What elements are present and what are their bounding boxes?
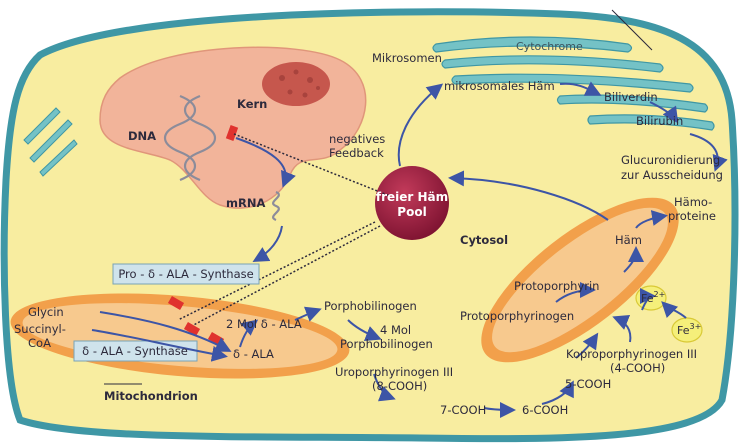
uroporphyrinogen-label: Uroporphyrinogen III — [335, 365, 453, 379]
biliverdin-label: Biliverdin — [604, 90, 658, 104]
mitochondrion-label: Mitochondrion — [104, 389, 198, 403]
ala-label: δ - ALA — [233, 347, 274, 361]
heme-pool-label-1: freier Häm — [376, 190, 448, 204]
glycine-label: Glycin — [28, 305, 64, 319]
nucleus-label: Kern — [237, 97, 267, 111]
feedback-label-2: Feedback — [329, 146, 384, 160]
four-mol-porphobilinogen-label: Porphobilinogen — [340, 337, 433, 351]
dna-helix-icon — [163, 94, 217, 182]
inhibition-marker-2 — [183, 322, 201, 336]
haem-label: Häm — [615, 233, 642, 247]
haemoproteins-label-2: proteine — [668, 209, 716, 223]
microsomes-label: Mikrosomen — [372, 51, 442, 65]
glucuronidation-label-2: zur Ausscheidung — [621, 168, 723, 182]
microsomal-haem-label: mikrosomales Häm — [444, 79, 555, 93]
pro-ala-synthase-label: Pro - δ - ALA - Synthase — [118, 267, 253, 281]
koproporphyrinogen-label: Koproporphyrinogen III — [566, 347, 697, 361]
five-cooh-label: 5-COOH — [565, 377, 611, 391]
dna-label: DNA — [128, 129, 156, 143]
haemoproteins-label-1: Hämo- — [674, 195, 712, 209]
mrna-icon — [272, 190, 280, 222]
protoporphyrin-label: Protoporphyrin — [514, 279, 599, 293]
protoporphyrinogen-label: Protoporphyrinogen — [460, 309, 574, 323]
cytochromes-label: Cytochrome — [516, 40, 583, 53]
heme-pool — [375, 166, 449, 240]
fe2-label: Fe2+ — [641, 290, 665, 305]
succinyl-label-2: CoA — [28, 336, 51, 350]
inhibition-marker-1 — [167, 296, 185, 310]
feedback-label-1: negatives — [329, 132, 385, 146]
succinyl-label-1: Succinyl- — [14, 322, 66, 336]
two-mol-ala-label: 2 Mol δ - ALA — [226, 317, 302, 331]
feedback-lines — [177, 133, 391, 329]
mitochondrion-right — [481, 197, 679, 363]
cytosol-label: Cytosol — [460, 233, 508, 247]
kopro-cooh-label: (4-COOH) — [610, 361, 665, 375]
heme-pool-label-2: Pool — [397, 205, 426, 219]
pro-ala-synthase-box — [112, 263, 260, 285]
microsome-membranes — [432, 36, 715, 131]
fe3-circle — [671, 317, 703, 343]
promoter-marker — [225, 125, 239, 141]
nucleolus — [262, 62, 330, 106]
bilirubin-label: Bilirubin — [636, 114, 683, 128]
nucleolus-texture — [279, 69, 320, 98]
ala-synthase-label: δ - ALA - Synthase — [82, 344, 188, 358]
pathway-arrows — [91, 81, 728, 418]
seven-cooh-label: 7-COOH — [440, 403, 486, 417]
six-cooh-label: 6-COOH — [522, 403, 568, 417]
fe3-label: Fe3+ — [677, 322, 701, 337]
porphobilinogen-label: Porphobilinogen — [324, 299, 417, 313]
er-membranes — [23, 107, 78, 177]
four-mol-label: 4 Mol — [380, 323, 411, 337]
mrna-label: mRNA — [226, 196, 265, 210]
glucuronidation-label-1: Glucuronidierung — [621, 153, 720, 167]
uro-cooh-label: (8-COOH) — [372, 379, 427, 393]
